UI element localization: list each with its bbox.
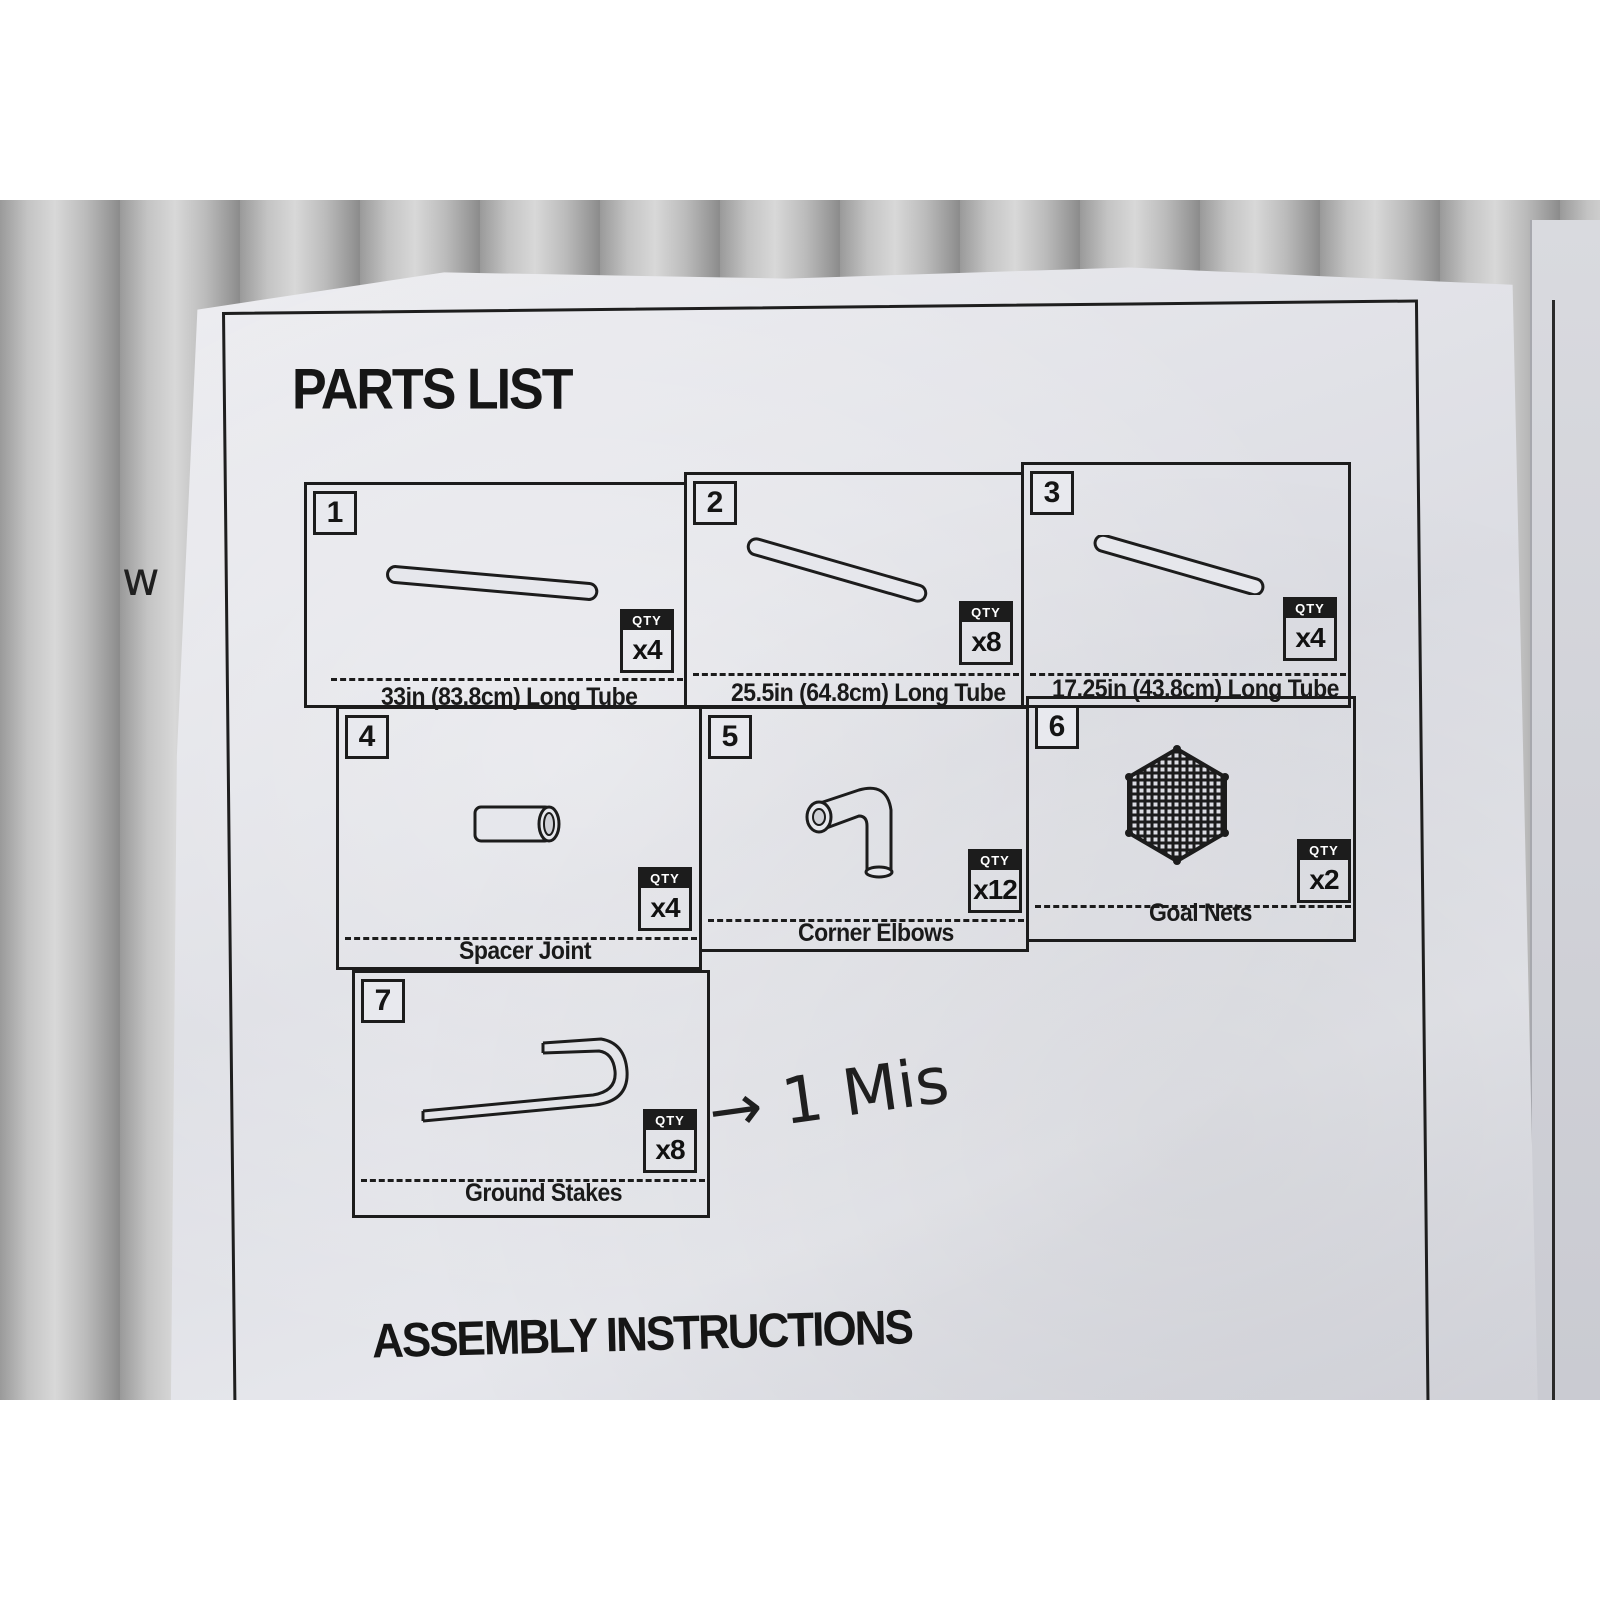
part-number: 5 — [708, 715, 752, 759]
second-sheet-edge — [1530, 220, 1600, 1400]
long-tube-illustration — [386, 565, 599, 601]
dashed-divider — [331, 678, 683, 681]
part-number: 6 — [1035, 705, 1079, 749]
handwritten-margin-mark: w — [122, 552, 160, 606]
part-name-label: Spacer Joint — [459, 935, 592, 965]
bottom-margin — [0, 1400, 1600, 1600]
dashed-divider — [1030, 673, 1346, 676]
dashed-divider — [693, 673, 1019, 676]
goal-net-illustration — [1125, 745, 1229, 865]
part-number: 3 — [1030, 471, 1074, 515]
part-number: 7 — [361, 979, 405, 1023]
part-name-label: 25.5in (64.8cm) Long Tube — [731, 677, 1006, 707]
part-name-label: Corner Elbows — [798, 917, 954, 947]
long-tube-illustration — [1093, 535, 1265, 595]
spacer-joint-illustration — [473, 805, 561, 843]
dashed-divider — [345, 937, 697, 940]
parts-list-title: PARTS LIST — [292, 358, 573, 422]
part-number: 1 — [313, 491, 357, 535]
dashed-divider — [708, 919, 1024, 922]
paper-sheet — [170, 267, 1540, 1400]
dashed-divider — [1035, 905, 1351, 908]
long-tube-illustration — [746, 537, 928, 603]
part-name-label: Ground Stakes — [465, 1177, 623, 1207]
ground-stake-illustration — [421, 1037, 629, 1123]
corner-elbow-illustration — [805, 786, 894, 879]
part-name-label: 33in (83.8cm) Long Tube — [381, 681, 638, 711]
part-name-label: Goal Nets — [1149, 897, 1252, 927]
dashed-divider — [361, 1179, 705, 1182]
part-number: 4 — [345, 715, 389, 759]
part-number: 2 — [693, 481, 737, 525]
